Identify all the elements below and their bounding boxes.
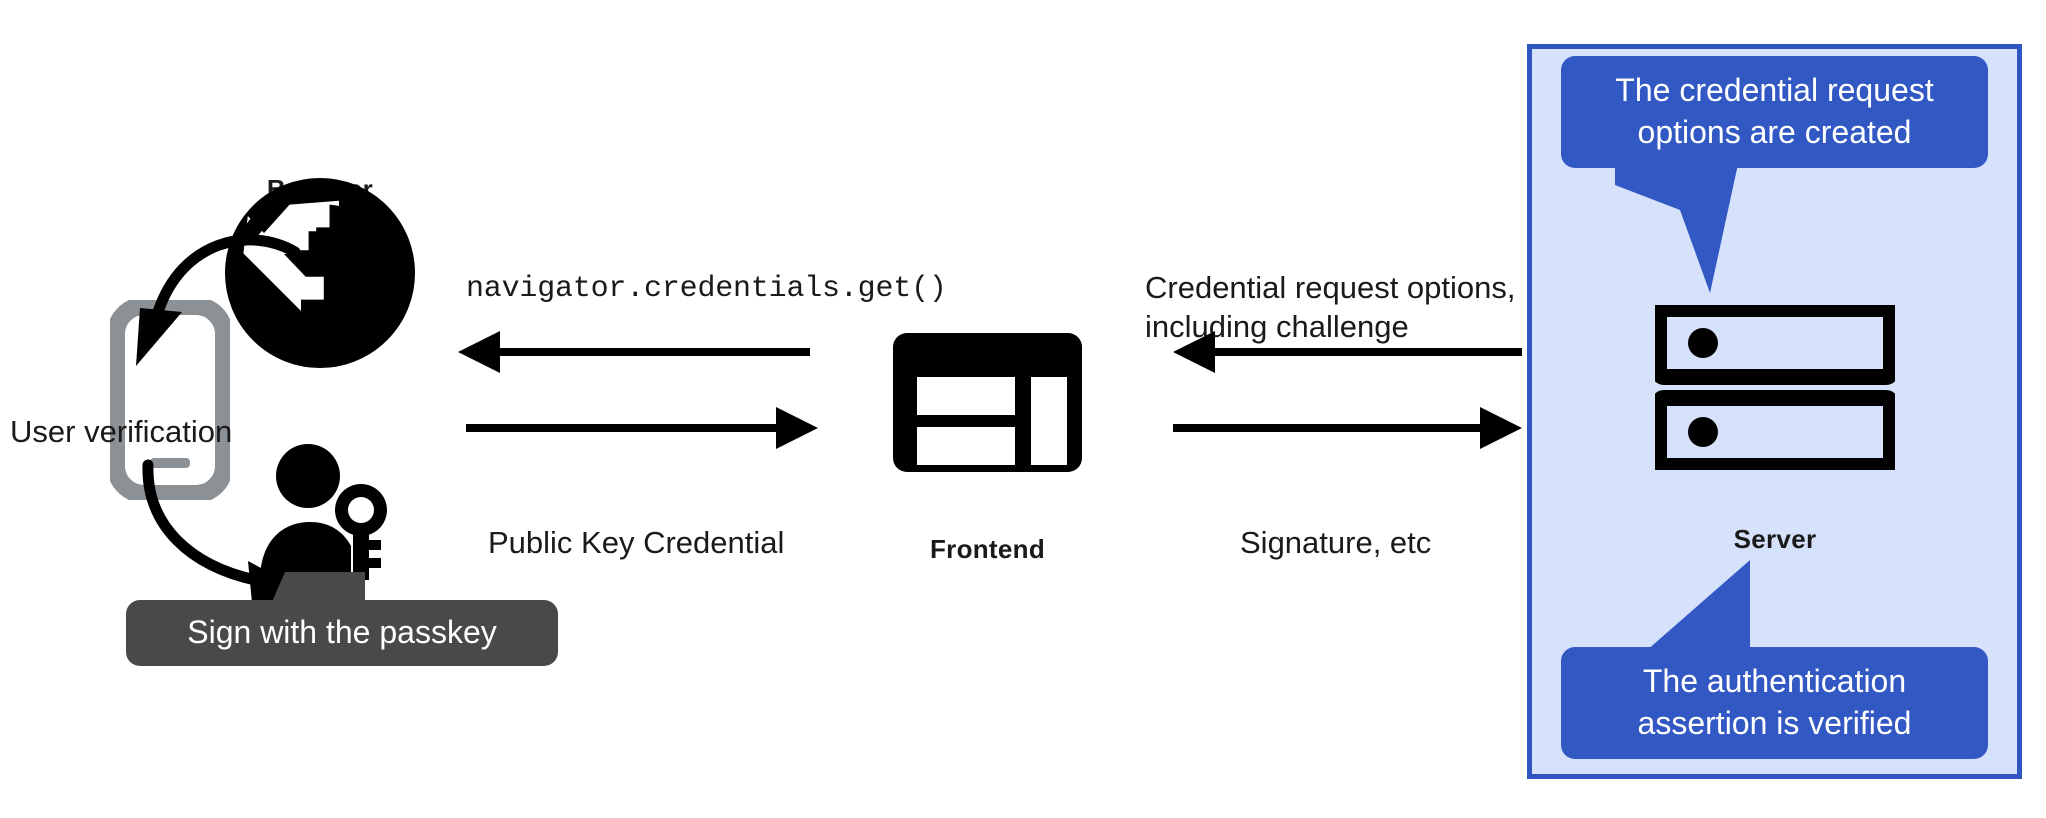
user-verification-label: User verification: [10, 413, 233, 449]
callout-sign-with-passkey-text: Sign with the passkey: [187, 614, 497, 651]
browser-to-phone-arrow: [136, 234, 301, 366]
server-label: Server: [1733, 524, 1817, 555]
credential-request-callout-tail: [1615, 155, 1740, 293]
callout-sign-with-passkey: Sign with the passkey: [126, 600, 558, 666]
browser-to-frontend-arrow-line: [466, 424, 776, 432]
callout-credential-request-created: The credential request options are creat…: [1561, 56, 1988, 168]
callout-authentication-assertion-verified: The authentication assertion is verified: [1561, 647, 1988, 759]
callout-authentication-assertion-text: The authentication assertion is verified: [1637, 663, 1912, 741]
server-racks-icon: [1651, 301, 1899, 474]
frontend-to-browser-arrow-line: [500, 348, 810, 356]
globe-icon: [225, 178, 415, 368]
callout-credential-request-text: The credential request options are creat…: [1615, 72, 1934, 150]
public-key-credential-label: Public Key Credential: [488, 524, 785, 560]
browser-to-frontend-arrow-head: [776, 407, 818, 449]
frontend-to-server-arrow-line: [1173, 424, 1480, 432]
frontend-label: Frontend: [929, 534, 1046, 565]
smartphone-icon: [107, 297, 233, 503]
web-layout-icon: [890, 330, 1085, 475]
signature-etc-label: Signature, etc: [1240, 524, 1432, 560]
person-with-key-icon: [255, 440, 395, 585]
credential-request-options-label: Credential request options, including ch…: [1145, 269, 1516, 345]
frontend-to-browser-arrow-head: [458, 331, 500, 373]
frontend-to-server-arrow-head: [1480, 407, 1522, 449]
navigator-credentials-get-label: navigator.credentials.get(): [466, 272, 947, 306]
server-to-frontend-arrow-head: [1173, 331, 1215, 373]
server-to-frontend-arrow-line: [1215, 348, 1522, 356]
